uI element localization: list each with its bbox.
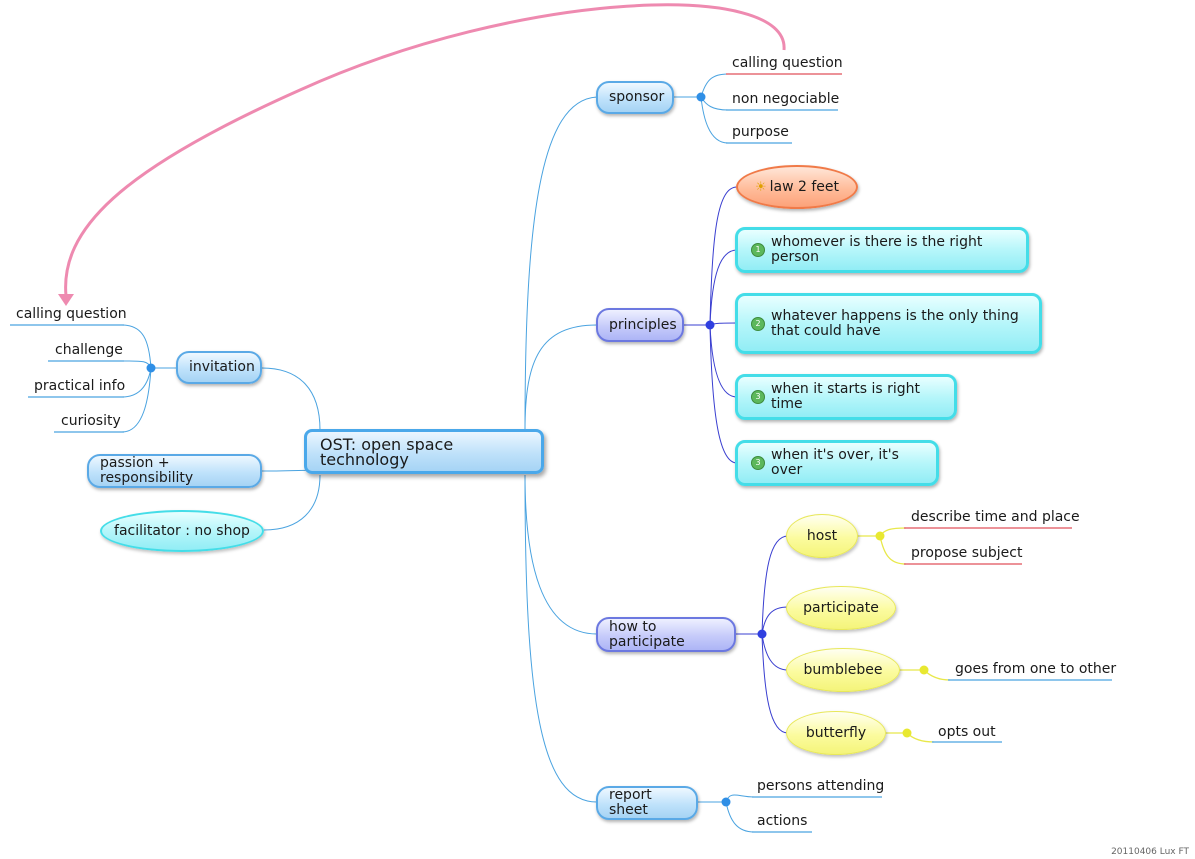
bumblebee-label: bumblebee [803,661,883,678]
passion-label: passion + responsibility [100,455,194,486]
invitation-label: invitation [189,359,255,375]
report-sheet-label: report sheet [609,787,652,818]
report-child-persons[interactable]: persons attending [757,778,885,794]
bumblebee-node[interactable]: bumblebee [786,648,900,692]
priority-1-icon: 1 [751,243,765,257]
sponsor-child-calling-question[interactable]: calling question [732,55,843,71]
report-child-actions[interactable]: actions [757,813,808,829]
how-to-participate-label: how to participate [609,618,685,650]
passion-node[interactable]: passion + responsibility [87,454,262,488]
how-to-participate-node[interactable]: how to participate [596,617,736,652]
principle-item-4-text: when it's over, it's over [771,447,899,478]
host-junction-dot [875,531,885,541]
principle-item-2[interactable]: 2 whatever happens is the only thing tha… [735,293,1042,354]
sponsor-junction-dot [696,92,706,102]
priority-2-icon: 2 [751,316,765,331]
bumblebee-junction-dot [919,665,929,675]
principles-node[interactable]: principles [596,308,684,342]
principles-junction-dot [705,320,715,330]
host-label: host [806,527,838,544]
participate-junction-dot [757,629,767,639]
host-node[interactable]: host [786,514,858,558]
invitation-child-calling-question[interactable]: calling question [16,306,127,322]
butterfly-child[interactable]: opts out [938,724,996,740]
report-junction-dot [721,797,731,807]
principle-item-4[interactable]: 3 when it's over, it's over [735,440,939,486]
principles-label: principles [609,316,677,333]
footer-credit: 20110406 Lux FT [1111,847,1189,857]
butterfly-junction-dot [902,728,912,738]
principle-item-3-text: when it starts is right time [771,381,920,412]
host-child-describe[interactable]: describe time and place [911,509,1080,525]
sponsor-label: sponsor [609,89,665,105]
lightbulb-icon: ☀ [754,179,767,195]
butterfly-node[interactable]: butterfly [786,711,886,755]
principle-item-1-text: whomever is there is the right person [771,234,983,265]
facilitator-node[interactable]: facilitator : no shop [100,510,264,552]
invitation-child-curiosity[interactable]: curiosity [61,413,121,429]
participate-label: participate [803,599,879,616]
report-sheet-node[interactable]: report sheet [596,786,698,820]
law-two-feet-node[interactable]: ☀ law 2 feet [736,165,858,209]
bumblebee-child[interactable]: goes from one to other [955,661,1117,677]
relationship-arrowhead [58,294,74,306]
priority-3-icon: 3 [751,390,765,404]
principle-item-1[interactable]: 1 whomever is there is the right person [735,227,1029,273]
central-topic[interactable]: OST: open space technology [304,429,544,474]
law-two-feet-label: law 2 feet [769,178,840,195]
principle-item-3[interactable]: 3 when it starts is right time [735,374,957,420]
relationship-arrow[interactable] [64,3,786,297]
facilitator-label: facilitator : no shop [114,522,250,539]
sponsor-node[interactable]: sponsor [596,81,674,114]
invitation-node[interactable]: invitation [176,351,262,384]
principle-item-2-text: whatever happens is the only thing that … [771,307,1019,339]
sponsor-child-purpose[interactable]: purpose [732,124,789,140]
sponsor-child-non-negociable[interactable]: non negociable [732,91,840,107]
invitation-child-challenge[interactable]: challenge [55,342,123,358]
central-topic-label: OST: open space technology [320,434,454,469]
invitation-junction-dot [146,363,156,373]
host-child-propose[interactable]: propose subject [911,545,1023,561]
participate-node[interactable]: participate [786,586,896,630]
priority-3-icon: 3 [751,456,765,470]
butterfly-label: butterfly [805,724,867,741]
invitation-child-practical-info[interactable]: practical info [34,378,126,394]
